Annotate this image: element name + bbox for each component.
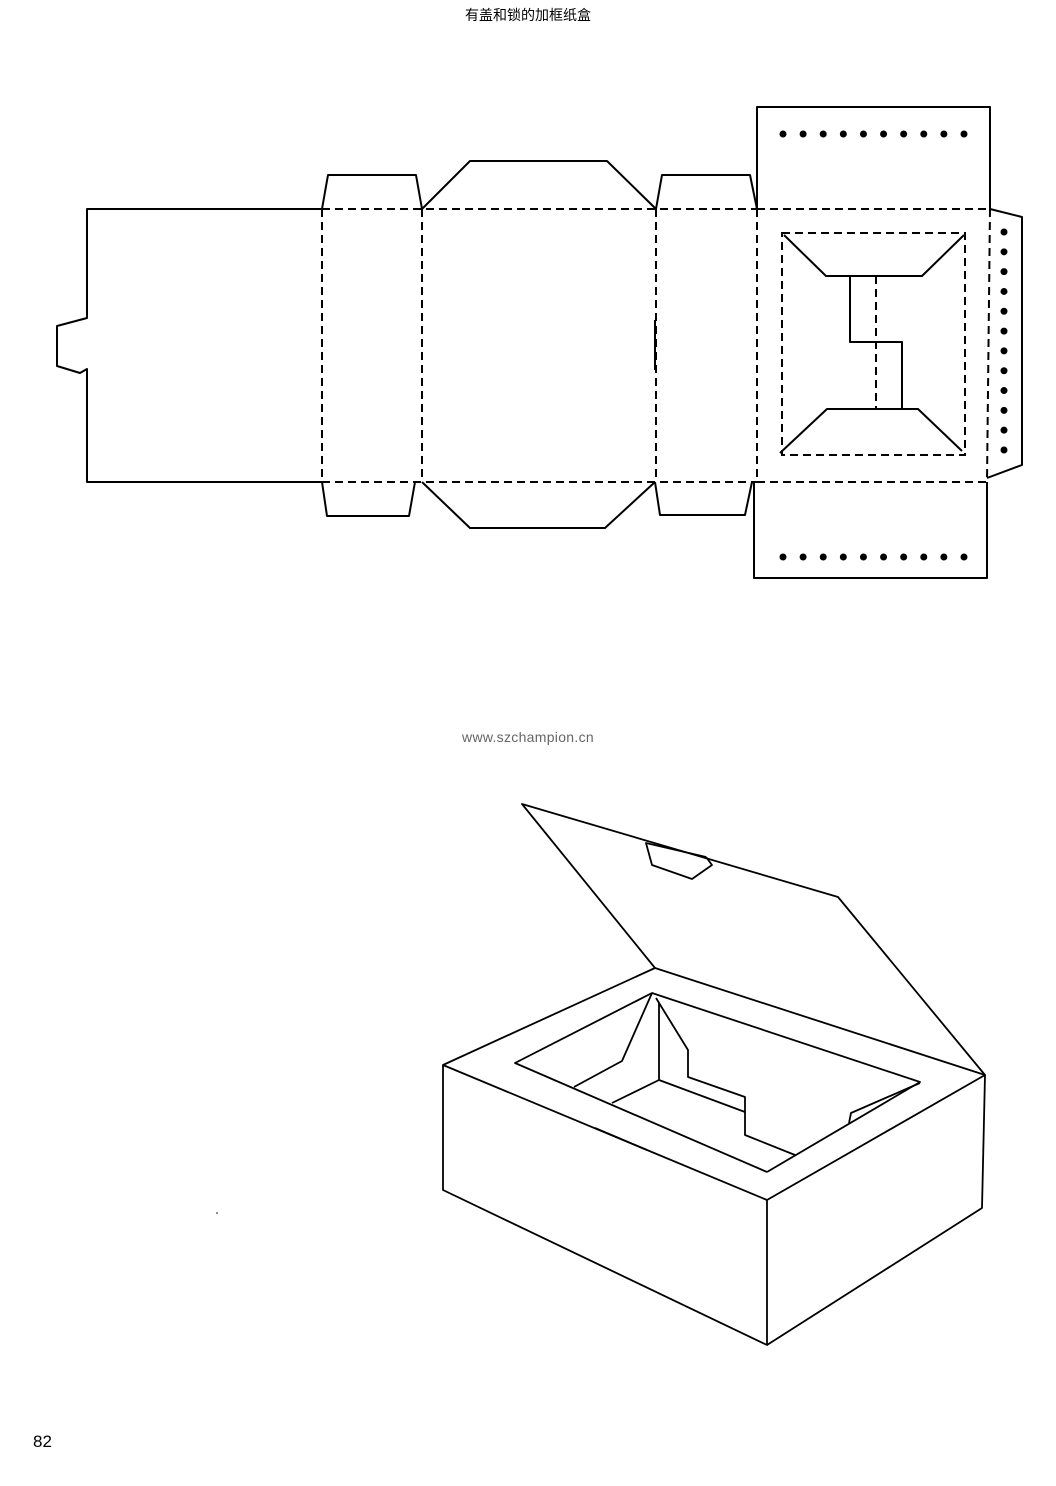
perforation-dot xyxy=(1000,307,1008,315)
frame-side-flap xyxy=(986,208,1023,479)
perforation-dot xyxy=(880,553,888,561)
box-dieline xyxy=(56,106,1023,579)
window-cut-top xyxy=(783,234,965,277)
frame-opening xyxy=(514,992,921,1173)
box-side-face xyxy=(766,1074,986,1346)
perforation-dot xyxy=(1000,268,1008,276)
perforation-dot xyxy=(960,130,968,138)
perforation-dot xyxy=(1000,406,1008,414)
perforation-dot xyxy=(960,553,968,561)
window-cut-bottom xyxy=(779,408,963,454)
perforation-dot xyxy=(1000,327,1008,335)
inner-flap-right xyxy=(848,1082,921,1124)
inner-wall-step xyxy=(655,997,796,1156)
box-top-face xyxy=(442,967,986,1201)
perforation-dots xyxy=(779,130,1008,561)
inner-wall-left xyxy=(573,992,653,1088)
dust-flap-bottom-1 xyxy=(321,481,416,517)
frame-fold-right xyxy=(986,208,991,483)
inner-corner xyxy=(611,1003,660,1104)
left-panel-outline xyxy=(56,208,322,483)
perforation-dot xyxy=(799,553,807,561)
dust-flap-top-2 xyxy=(655,174,758,210)
watermark: www.szchampion.cn xyxy=(462,729,594,745)
inner-floor-edge xyxy=(658,1079,746,1113)
perforation-dot xyxy=(920,553,928,561)
perforation-dot xyxy=(779,130,787,138)
perforation-dot xyxy=(940,130,948,138)
end-flap-bottom xyxy=(421,481,656,529)
lid-lock-tab xyxy=(645,842,713,880)
perforation-dot xyxy=(900,130,908,138)
page-number: 82 xyxy=(33,1432,52,1451)
page-title: 有盖和锁的加框纸盒 xyxy=(465,8,591,24)
perforation-dot xyxy=(779,553,787,561)
perforation-dot xyxy=(1000,248,1008,256)
perforation-dot xyxy=(1000,228,1008,236)
perforation-dot xyxy=(839,130,847,138)
perforation-dot xyxy=(920,130,928,138)
perforation-dot xyxy=(859,553,867,561)
perforation-dot xyxy=(799,130,807,138)
perforation-dot xyxy=(859,130,867,138)
front-slit xyxy=(594,1127,648,1151)
perforation-dot xyxy=(839,553,847,561)
perforation-dot xyxy=(819,553,827,561)
dust-flap-bottom-2 xyxy=(654,481,753,516)
perforation-dot xyxy=(940,553,948,561)
speck xyxy=(216,1212,218,1214)
window-fold-rect xyxy=(781,232,966,456)
perforation-dot xyxy=(1000,367,1008,375)
frame-flap-top xyxy=(756,106,991,209)
end-flap-top xyxy=(421,160,657,210)
lid-outline xyxy=(521,803,986,1076)
perforation-dot xyxy=(1000,347,1008,355)
perforation-dot xyxy=(900,553,908,561)
assembled-box-view xyxy=(216,803,986,1346)
box-front-face xyxy=(442,1065,768,1346)
perforation-dot xyxy=(880,130,888,138)
perforation-dot xyxy=(1000,426,1008,434)
perforation-dot xyxy=(1000,446,1008,454)
perforation-dot xyxy=(1000,287,1008,295)
perforation-dot xyxy=(1000,387,1008,395)
perforation-dot xyxy=(819,130,827,138)
frame-flap-bottom xyxy=(753,482,988,579)
dust-flap-top-1 xyxy=(321,174,423,210)
